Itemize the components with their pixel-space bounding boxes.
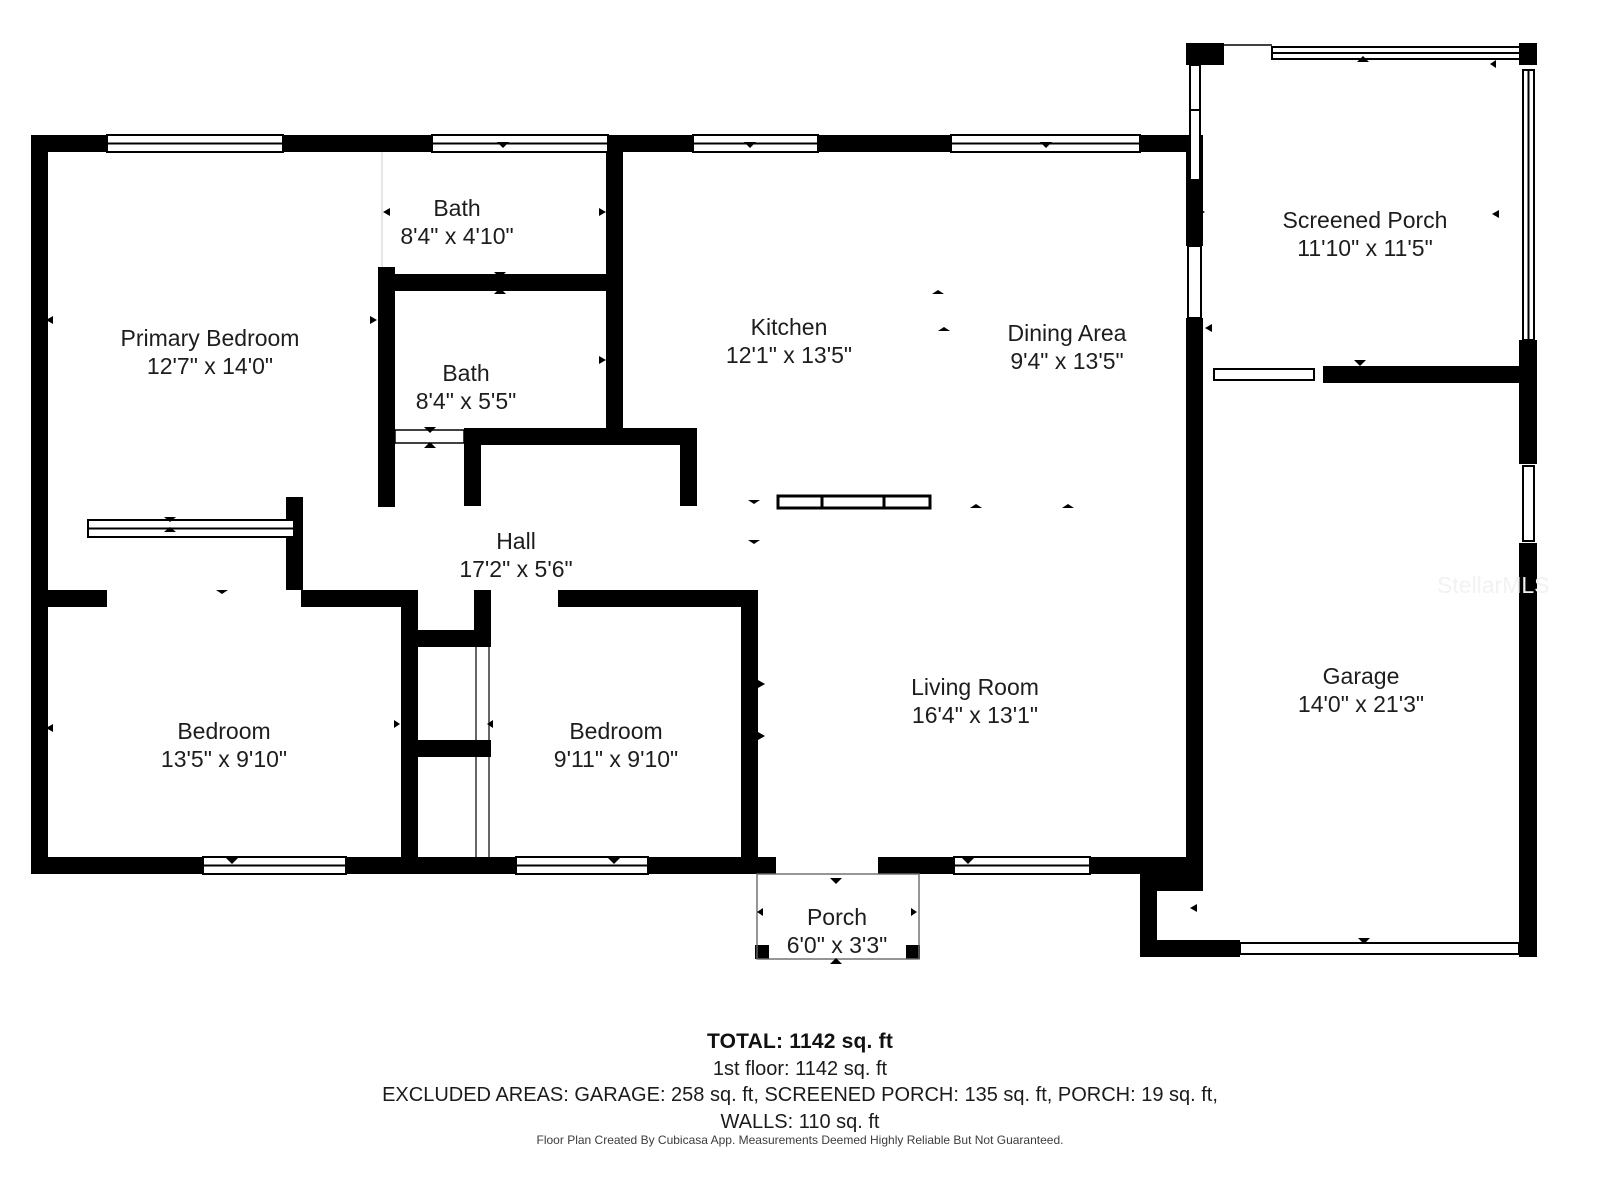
area-summary: TOTAL: 1142 sq. ft 1st floor: 1142 sq. f…: [0, 1028, 1600, 1135]
kitchen-counter: [776, 494, 932, 510]
room-name-garage: Garage: [1323, 663, 1400, 689]
room-name-kitchen: Kitchen: [751, 314, 828, 340]
summary-first-floor: 1st floor: 1142 sq. ft: [712, 1057, 888, 1080]
room-name-primary-bedroom: Primary Bedroom: [121, 325, 300, 351]
room-dim-screened-porch: 11'10" x 11'5": [1297, 235, 1433, 261]
room-dim-bath-lower: 8'4" x 5'5": [416, 388, 517, 414]
room-name-porch-front: Porch: [807, 904, 867, 930]
room-labels: Primary Bedroom 12'7" x 14'0" Bath 8'4" …: [121, 195, 1448, 958]
app-credit-text: Floor Plan Created By Cubicasa App. Meas…: [536, 1133, 1064, 1147]
room-name-bath-lower: Bath: [442, 360, 489, 386]
screen-door-porch-west: [1186, 64, 1203, 181]
room-dim-kitchen: 12'1" x 13'5": [726, 342, 852, 368]
room-dim-bedroom-middle: 9'11" x 9'10": [554, 746, 678, 772]
door-bedroom-middle: [491, 590, 558, 607]
window-living-room-south: [953, 856, 1091, 875]
closet-opening-hall: [481, 489, 680, 506]
porch-outline: [756, 873, 920, 960]
room-name-dining-area: Dining Area: [1008, 320, 1127, 346]
screen-panel-porch-north: [1224, 43, 1523, 65]
screen-panel-porch-east: [1519, 65, 1537, 341]
window-bath-north: [431, 134, 609, 153]
room-dim-primary-bedroom: 12'7" x 14'0": [147, 353, 273, 379]
room-name-hall: Hall: [496, 528, 536, 554]
room-dim-porch-front: 6'0" x 3'3": [787, 932, 888, 958]
room-dim-bedroom-left: 13'5" x 9'10": [161, 746, 287, 772]
stellar-mls-watermark: StellarMLS: [1437, 572, 1550, 598]
front-door: [776, 857, 878, 874]
room-name-living-room: Living Room: [911, 674, 1039, 700]
garage-door: [1239, 940, 1520, 957]
summary-excluded-1: EXCLUDED AREAS: GARAGE: 258 sq. ft, SCRE…: [382, 1084, 1218, 1107]
window-bedroom-middle-south: [515, 856, 649, 875]
room-name-screened-porch: Screened Porch: [1283, 207, 1448, 233]
door-bedroom-left: [107, 590, 301, 607]
window-garage-east: [1519, 464, 1537, 543]
summary-excluded-2: WALLS: 110 sq. ft: [720, 1110, 880, 1133]
room-name-bath-upper: Bath: [433, 195, 480, 221]
window-kitchen-north: [692, 134, 819, 153]
dimension-markers: [46, 56, 1499, 964]
door-primary-bedroom: [303, 573, 401, 590]
window-dining-east: [1186, 245, 1203, 319]
room-name-bedroom-left: Bedroom: [177, 718, 270, 744]
room-dim-living-room: 16'4" x 13'1": [912, 702, 1038, 728]
window-primary-bedroom-north: [106, 134, 284, 153]
window-bedroom-left-south: [202, 856, 347, 875]
closet-doors-bedrooms: [474, 647, 491, 857]
room-dim-hall: 17'2" x 5'6": [459, 556, 572, 582]
room-dim-dining-area: 9'4" x 13'5": [1010, 348, 1123, 374]
room-dim-bath-upper: 8'4" x 4'10": [400, 223, 513, 249]
door-porch-to-garage: [1203, 366, 1323, 383]
door-bath-upper: [378, 152, 395, 267]
room-name-bedroom-middle: Bedroom: [569, 718, 662, 744]
room-dim-garage: 14'0" x 21'3": [1298, 691, 1424, 717]
summary-total-area: TOTAL: 1142 sq. ft: [706, 1030, 894, 1053]
openings-group: [48, 43, 1537, 960]
